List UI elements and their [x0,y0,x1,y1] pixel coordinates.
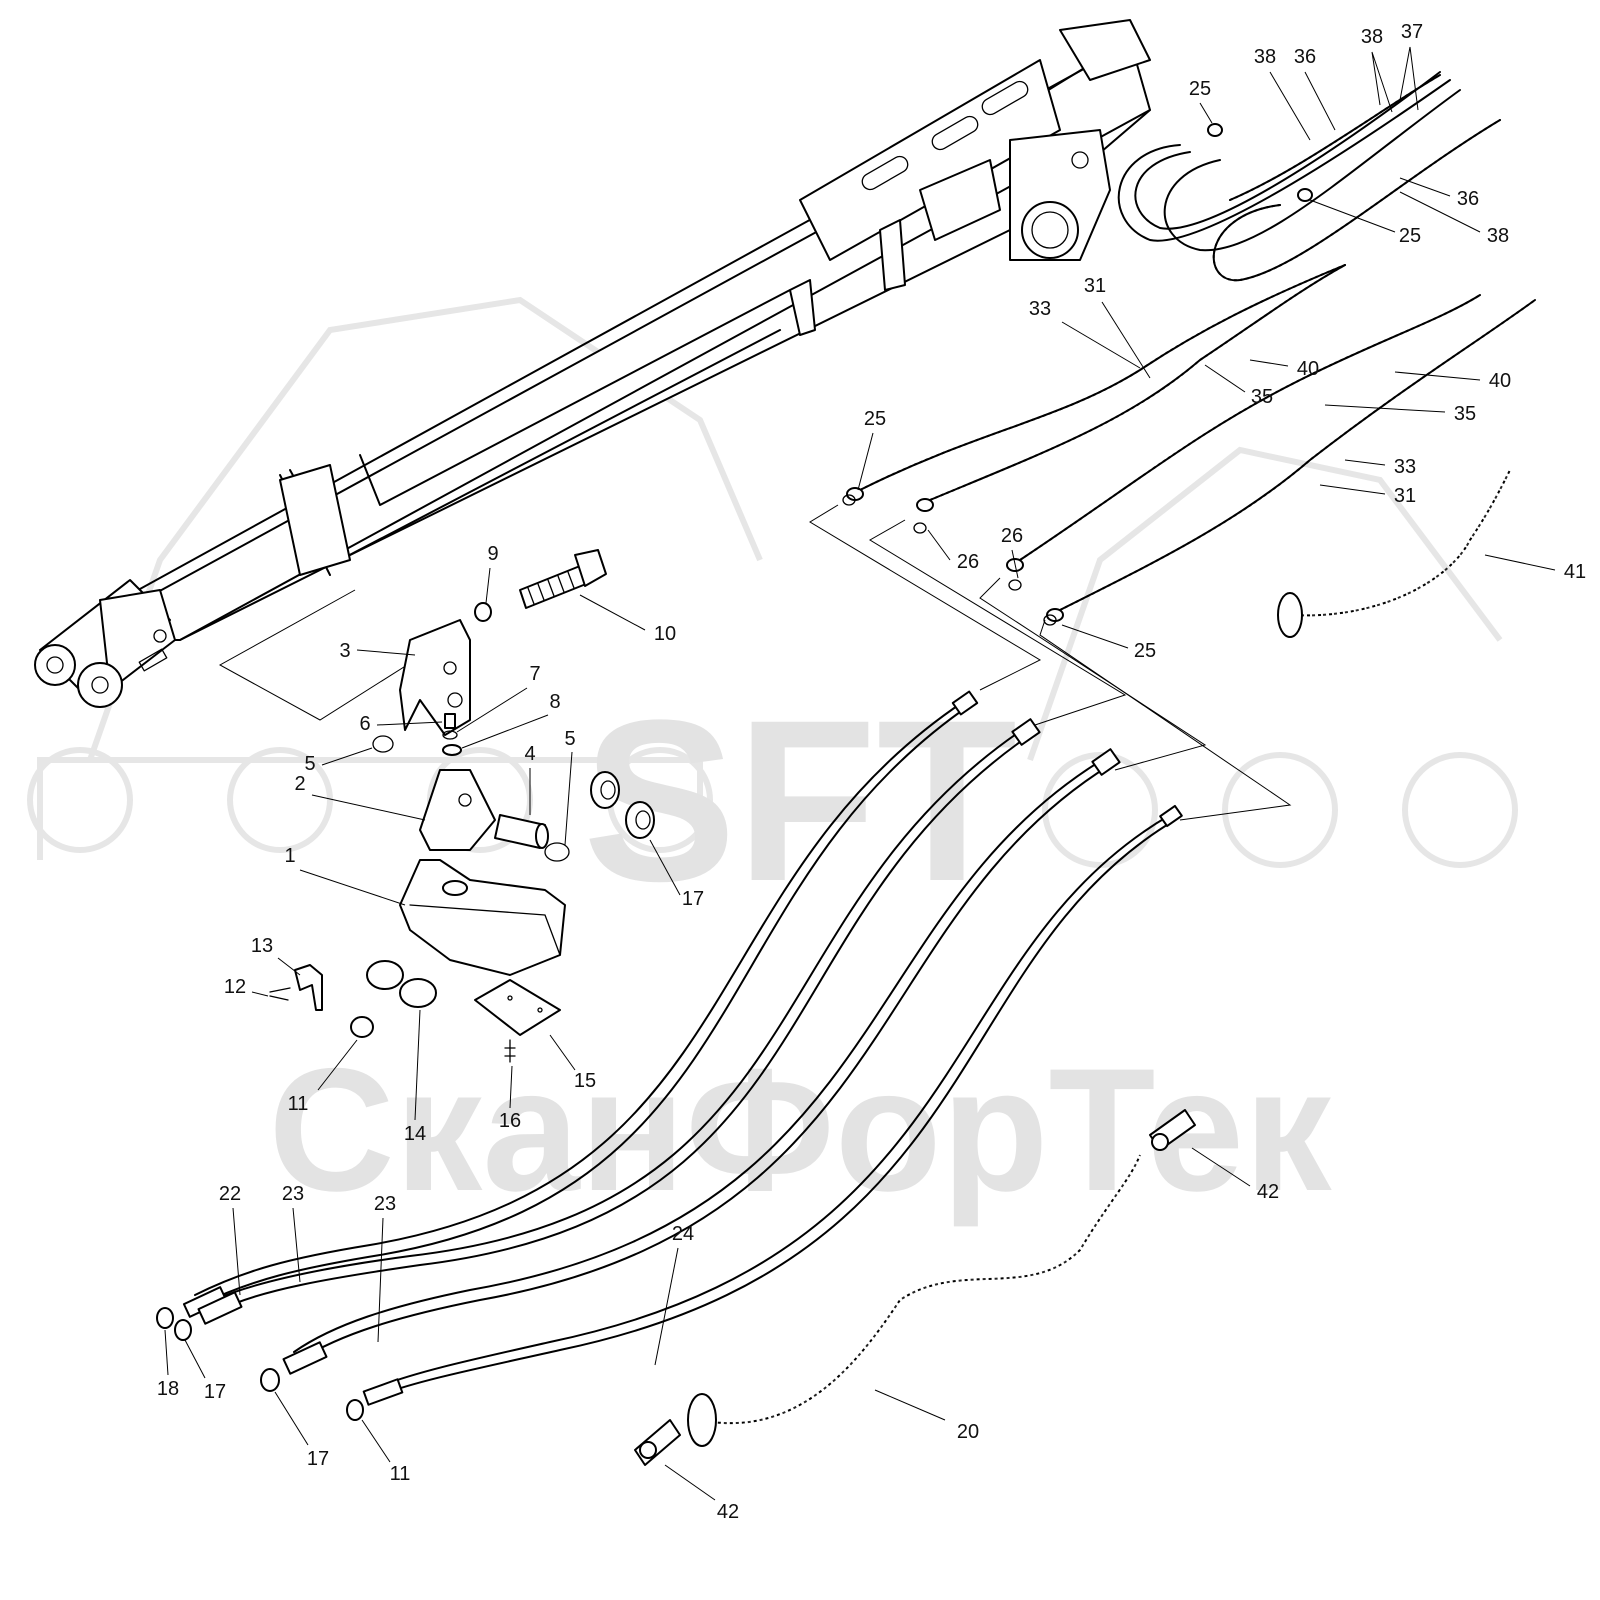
label-42b: 42 [717,1501,739,1523]
label-14: 14 [404,1123,426,1145]
label-10: 10 [654,623,676,645]
label-5a: 5 [304,753,315,775]
part-17-plug-upper [590,771,620,809]
label-3: 3 [339,640,350,662]
part-5-ring-upper [372,735,394,753]
label-33a: 33 [1029,298,1051,320]
label-22: 22 [219,1183,241,1205]
part-17-plug-lower [625,801,655,839]
connection-lines [809,504,1292,821]
label-4: 4 [524,743,535,765]
label-23a: 23 [282,1183,304,1205]
long-hose-set [156,690,1183,1421]
label-18: 18 [157,1378,179,1400]
part-10-bolt [519,549,607,609]
part-11-plug [350,1016,374,1038]
label-1: 1 [284,845,295,867]
label-26a: 26 [957,551,979,573]
watermark: SFT СканФорТек [27,296,1518,1228]
part-2-support [419,769,496,851]
part-13-clip [294,964,323,1011]
label-7: 7 [529,663,540,685]
label-38a: 38 [1254,46,1276,68]
label-17b: 17 [204,1381,226,1403]
label-16: 16 [499,1110,521,1132]
top-hose-bundle [1117,71,1501,282]
coiled-hose-20 [687,1154,1141,1447]
label-17a: 17 [682,888,704,910]
label-37: 37 [1401,21,1423,43]
label-20: 20 [957,1421,979,1443]
boom-arm [34,19,1151,708]
part-42-shackle-upper [1149,1109,1196,1151]
part-3-bracket [399,619,471,736]
label-25d: 25 [1134,640,1156,662]
label-11a: 11 [288,1093,309,1115]
label-38b: 38 [1361,26,1383,48]
watermark-machine-right [1027,446,1518,868]
part-7-washer [442,730,458,740]
label-6: 6 [359,713,370,735]
hose-end-fittings [156,690,1183,1421]
label-36b: 36 [1457,188,1479,210]
label-33b: 33 [1394,456,1416,478]
label-31a: 31 [1084,275,1106,297]
label-24: 24 [672,1223,694,1245]
label-42a: 42 [1257,1181,1279,1203]
label-35b: 35 [1454,403,1476,425]
label-40b: 40 [1489,370,1511,392]
label-26b: 26 [1001,525,1023,547]
label-13: 13 [251,935,273,957]
boom-assembly-line [218,589,416,721]
part-14-plugs [366,960,437,1008]
part-16-screw [504,1039,516,1063]
part-labels: 1 2 3 4 5 5 6 7 8 9 10 11 11 12 13 14 15… [157,21,1586,1523]
part-6-screw [444,713,456,729]
coiled-hose-41 [1277,469,1511,638]
label-5b: 5 [564,728,575,750]
label-35a: 35 [1251,386,1273,408]
part-15-plate [474,979,561,1036]
label-31b: 31 [1394,485,1416,507]
part-8-washer [442,744,462,756]
label-15: 15 [574,1070,596,1092]
part-42-shackle-lower [634,1419,681,1466]
label-25c: 25 [864,408,886,430]
label-11b: 11 [390,1463,411,1485]
label-25a: 25 [1189,78,1211,100]
label-8: 8 [549,691,560,713]
label-12: 12 [224,976,246,998]
part-1-housing [399,859,566,976]
label-40a: 40 [1297,358,1319,380]
label-9: 9 [487,543,498,565]
label-23b: 23 [374,1193,396,1215]
label-38c: 38 [1487,225,1509,247]
label-41: 41 [1564,561,1586,583]
label-36a: 36 [1294,46,1316,68]
label-17c: 17 [307,1448,329,1470]
part-5-ring-lower [544,842,570,862]
wrapped-hose-set [842,264,1536,626]
part-12-screw [269,987,291,1001]
label-2: 2 [294,773,305,795]
label-25b: 25 [1399,225,1421,247]
part-9-ring [474,602,492,622]
mount-bracket-assembly [269,549,655,1063]
